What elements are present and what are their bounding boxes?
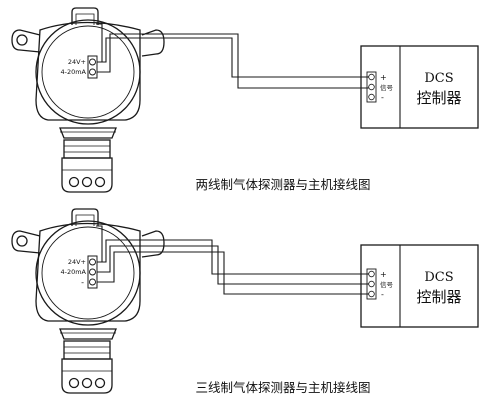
terminal-label-minus: - xyxy=(81,278,84,287)
dcs-terminal-plus: + xyxy=(380,73,387,82)
diagram-caption-2: 三线制气体探测器与主机接线图 xyxy=(195,380,370,395)
diagram-caption-1: 两线制气体探测器与主机接线图 xyxy=(195,177,370,192)
dcs-terminal-minus: - xyxy=(381,290,384,299)
dcs-terminal-minus: - xyxy=(381,93,384,102)
terminal-screw-icon xyxy=(89,268,96,276)
gas-detector-1 xyxy=(11,7,165,193)
terminal-label-24v: 24V+ xyxy=(68,258,86,266)
wires-2 xyxy=(96,225,369,295)
terminal-label-signal: 4-20mA xyxy=(60,268,86,276)
terminal-screw-icon xyxy=(89,58,96,66)
dcs-title: DCS xyxy=(424,270,453,285)
terminal-label-signal: 4-20mA xyxy=(60,68,86,76)
terminal-screw-icon xyxy=(368,93,375,101)
terminal-screw-icon xyxy=(368,280,375,288)
dcs-terminal-signal: 信号 xyxy=(380,83,394,92)
dcs-subtitle: 控制器 xyxy=(416,288,461,306)
dcs-controller-1: + 信号 - DCS 控制器 xyxy=(360,45,479,129)
dcs-terminal-plus: + xyxy=(380,270,387,279)
detector-terminal-block-2: 24V+ 4-20mA - xyxy=(60,255,98,289)
terminal-screw-icon xyxy=(368,83,375,91)
three-wire-diagram: 24V+ 4-20mA - + 信号 - DCS 控制器 三线制气体探测器与主机… xyxy=(11,208,479,395)
gas-detector-2 xyxy=(11,208,165,394)
terminal-screw-icon xyxy=(368,290,375,298)
terminal-screw-icon xyxy=(368,270,375,278)
terminal-screw-icon xyxy=(89,68,96,76)
terminal-screw-icon xyxy=(89,258,96,266)
dcs-subtitle: 控制器 xyxy=(416,89,461,107)
terminal-screw-icon xyxy=(89,278,96,286)
terminal-screw-icon xyxy=(368,73,375,81)
detector-terminal-block-1: 24V+ 4-20mA xyxy=(60,55,98,79)
terminal-label-24v: 24V+ xyxy=(68,58,86,66)
dcs-terminal-signal: 信号 xyxy=(380,280,394,289)
two-wire-diagram: 24V+ 4-20mA + 信号 - DCS 控制器 两线制气体探测器与主机接线… xyxy=(11,7,479,193)
dcs-controller-2: + 信号 - DCS 控制器 xyxy=(360,244,479,328)
dcs-title: DCS xyxy=(424,71,453,86)
wires-1 xyxy=(96,23,369,89)
